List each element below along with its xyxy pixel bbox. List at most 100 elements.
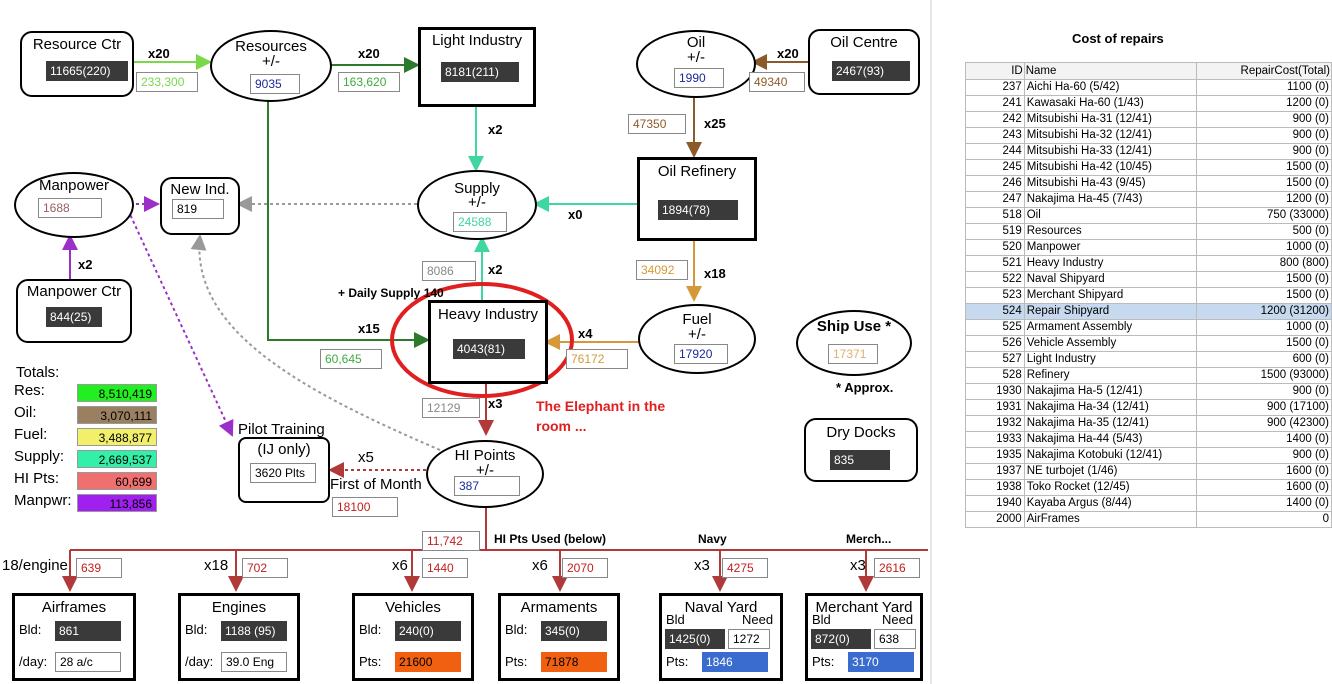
resources-title: Resources bbox=[235, 38, 307, 55]
repairs-col-header[interactable]: Name bbox=[1023, 62, 1198, 80]
prod-r2-label: Pts: bbox=[359, 654, 382, 669]
table-cell: 1931 bbox=[965, 399, 1025, 416]
table-cell: 900 (42300) bbox=[1196, 415, 1332, 432]
rc-mult: x20 bbox=[148, 46, 170, 61]
table-cell: Mitsubishi Ha-31 (12/41) bbox=[1023, 111, 1198, 128]
repairs-col-header[interactable]: ID bbox=[965, 62, 1025, 80]
table-cell: 1000 (0) bbox=[1196, 319, 1332, 336]
table-cell: Mitsubishi Ha-42 (10/45) bbox=[1023, 159, 1198, 176]
prod-col-bld: Bld bbox=[666, 612, 685, 627]
prod-bld-value: 861 bbox=[55, 621, 121, 641]
first-of-month-label: First of Month bbox=[330, 476, 422, 493]
prod-bld-value: 872(0) bbox=[811, 629, 871, 649]
table-cell: 1933 bbox=[965, 431, 1025, 448]
ship-use-value: 17371 bbox=[828, 344, 878, 364]
highlight-ring bbox=[390, 282, 574, 398]
table-cell: 1500 (0) bbox=[1196, 159, 1332, 176]
dry-docks-title: Dry Docks bbox=[826, 424, 896, 441]
oil-value: 1990 bbox=[674, 68, 724, 88]
table-cell: Repair Shipyard bbox=[1023, 303, 1198, 320]
table-cell: Toko Rocket (12/45) bbox=[1023, 479, 1198, 496]
ref-supply-mult: x0 bbox=[568, 207, 583, 222]
table-cell: 1200 (0) bbox=[1196, 191, 1332, 208]
prod-title: Naval Yard bbox=[684, 599, 758, 616]
res-mult: x20 bbox=[358, 46, 380, 61]
prod-mult: 18/engine bbox=[2, 557, 68, 574]
heavy-industry-title: Heavy Industry bbox=[437, 306, 539, 323]
hi-points-node: HI Points +/- 387 bbox=[426, 440, 544, 508]
oc-mult: x20 bbox=[777, 46, 799, 61]
resources-node: Resources +/- 9035 bbox=[210, 30, 332, 102]
table-cell: 1500 (0) bbox=[1196, 175, 1332, 192]
total-value: 60,699 bbox=[77, 472, 157, 490]
table-cell: Manpower bbox=[1023, 239, 1198, 256]
prod-r2-value: 28 a/c bbox=[55, 652, 121, 672]
oil-node: Oil +/- 1990 bbox=[636, 30, 756, 98]
table-cell: 526 bbox=[965, 335, 1025, 352]
table-cell: 1932 bbox=[965, 415, 1025, 432]
hi-used-label: HI Pts Used (below) bbox=[494, 532, 607, 546]
table-cell: 237 bbox=[965, 79, 1025, 96]
resource-ctr-title: Resource Ctr bbox=[32, 36, 122, 53]
table-cell: Nakajima Ha-5 (12/41) bbox=[1023, 383, 1198, 400]
resource-ctr-value: 11665(220) bbox=[46, 61, 128, 81]
ship-use-title: Ship Use * bbox=[816, 318, 892, 335]
table-cell: 242 bbox=[965, 111, 1025, 128]
rc-flow-value: 233,300 bbox=[136, 72, 198, 92]
prod-bld-value: 345(0) bbox=[541, 621, 607, 641]
table-cell: 1500 (0) bbox=[1196, 287, 1332, 304]
pilot-mult: x5 bbox=[358, 449, 374, 466]
supply-value: 24588 bbox=[453, 212, 507, 232]
res-flow-value: 163,620 bbox=[338, 72, 400, 92]
manpower-node: Manpower 1688 bbox=[14, 172, 134, 238]
prod-mult: x18 bbox=[204, 557, 229, 574]
prod-col-need: Need bbox=[742, 612, 774, 627]
table-cell: Mitsubishi Ha-43 (9/45) bbox=[1023, 175, 1198, 192]
repairs-col-header[interactable]: RepairCost(Total) bbox=[1196, 62, 1332, 80]
table-cell: 524 bbox=[965, 303, 1025, 320]
table-cell: 750 (33000) bbox=[1196, 207, 1332, 224]
res-hi-value: 60,645 bbox=[320, 349, 382, 369]
supply-title: Supply bbox=[454, 180, 500, 197]
prod-bld-value: 1188 (95) bbox=[221, 621, 287, 641]
table-cell: Nakajima Ha-35 (12/41) bbox=[1023, 415, 1198, 432]
new-ind-title: New Ind. bbox=[170, 181, 230, 198]
table-cell: 1938 bbox=[965, 479, 1025, 496]
resources-value: 9035 bbox=[250, 74, 300, 94]
ref-fuel-mult: x18 bbox=[704, 266, 726, 281]
prod-mult-value: 2616 bbox=[874, 558, 920, 578]
table-cell: 245 bbox=[965, 159, 1025, 176]
prod-bld-value: 1425(0) bbox=[665, 629, 725, 649]
manpower-ctr-node: Manpower Ctr 844(25) bbox=[16, 279, 132, 343]
table-cell: 519 bbox=[965, 223, 1025, 240]
light-industry-title: Light Industry bbox=[431, 32, 523, 49]
